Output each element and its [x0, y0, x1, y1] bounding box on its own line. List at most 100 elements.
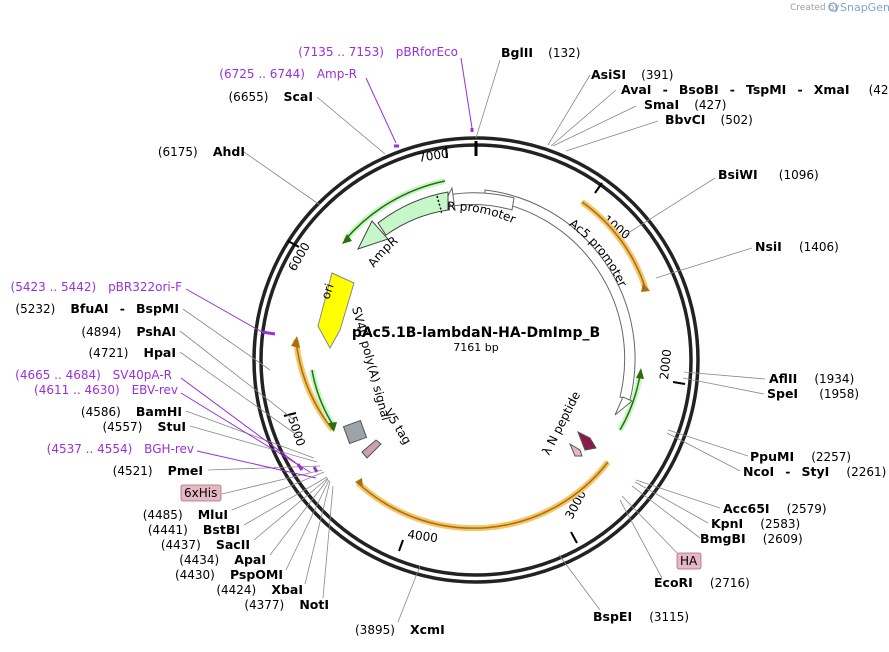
inner-features: Ac5 promoter AmpR promoter AmpR ori SV40… [317, 186, 636, 459]
primer-sv40pa-r-range: (4665 .. 4684) [15, 368, 101, 382]
v5-tag-box [361, 439, 382, 459]
site-smai-pos: (427) [694, 98, 726, 112]
site-spei-pos: (1958) [819, 387, 859, 401]
plasmid-size: 7161 bp [453, 341, 498, 354]
site-apai: (4434) ApaI [179, 549, 266, 568]
site-acc65i-name: Acc65I [723, 501, 770, 516]
site-styi-name: StyI [802, 464, 830, 479]
site-spei: SpeI (1958) [767, 383, 859, 402]
6xhis-tag-badge-box [180, 484, 222, 502]
green-arc-2-line [311, 369, 334, 426]
site-pspomi: (4430) PspOMI [175, 564, 283, 583]
orf-arc-2-line [357, 461, 609, 529]
site-kpni: KpnI (2583) [711, 513, 800, 532]
primer-bgh-rev-range: (4537 .. 4554) [47, 442, 133, 456]
snapgene-logo: SnapGene [828, 1, 889, 14]
site-ncoi-group: NcoI - StyI (2261) [743, 461, 886, 480]
6xhis-tag-text: 6xHis [184, 486, 217, 500]
leader-bglii [475, 59, 501, 139]
leader-spei [682, 377, 765, 395]
leader-ppumi [667, 429, 749, 457]
v5-tag-label: V5 tag [381, 406, 414, 447]
tick-4000 [398, 539, 404, 552]
site-smai: SmaI (427) [644, 94, 727, 113]
site-bamhi: (4586) BamHI [81, 401, 182, 420]
green-arc-3-arrow [342, 234, 352, 244]
orf-arc-2-arrow [355, 478, 363, 488]
green-arc-2-arrow [328, 422, 337, 432]
site-scai-name: ScaI [284, 89, 314, 104]
ampr-promoter-box [447, 192, 515, 211]
ha-tag-inner [568, 442, 583, 457]
site-ecori: EcoRI (2716) [654, 572, 750, 591]
site-hpai: (4721) HpaI [89, 342, 177, 361]
primer-sv40pa-r-name: SV40pA-R [113, 368, 172, 382]
site-bglii-name: BglII [501, 45, 533, 60]
site-xbai-name: XbaI [271, 582, 303, 597]
plasmid-name: pAc5.1B-lambdaN-HA-DmImp_B [352, 325, 600, 341]
primer-mark-pbr322ori-f [261, 330, 276, 336]
leader-pbr322ori-f [185, 288, 263, 333]
site-bmgbi-pos: (2609) [763, 532, 803, 546]
site-pshai: (4894) PshAI [81, 321, 176, 340]
primer-leader-lines [180, 57, 474, 479]
site-bamhi-name: BamHI [136, 404, 182, 419]
site-kpni-pos: (2583) [760, 517, 800, 531]
leader-pbrforeco [460, 57, 473, 129]
leader-pspomi [285, 479, 330, 571]
site-stui-name: StuI [157, 419, 186, 434]
ampr-promoter-head [445, 186, 456, 212]
site-mlui: (4485) MluI [143, 504, 228, 523]
leader-xbai [304, 480, 331, 585]
leader-6xhis [221, 469, 323, 495]
site-bstbi: (4441) BstBI [148, 519, 240, 538]
tick-label-5000: 5000 [285, 415, 308, 448]
sv40-polya-box [342, 419, 368, 445]
tick-label-7000: 7000 [417, 146, 449, 165]
site-stui-pos: (4557) [102, 420, 142, 434]
tick-7000 [445, 145, 448, 159]
leader-bstbi [243, 476, 328, 526]
primer-pbr322ori-f: (5423 .. 5442) pBR322ori-F [11, 280, 183, 294]
left-labels: (3895) XcmI (4377) NotI (4424) XbaI (443… [15, 89, 444, 637]
tick-6000 [287, 240, 300, 248]
site-apai-name: ApaI [234, 552, 266, 567]
site-bsiwi-pos: (1096) [779, 168, 819, 182]
primer-amp-r-name: Amp-R [317, 67, 357, 81]
site-nsii-name: NsiI [755, 239, 782, 254]
leader-bspei [558, 554, 601, 611]
primer-bgh-rev-name: BGH-rev [144, 442, 194, 456]
leader-ecori [619, 499, 663, 579]
tick-2000 [672, 381, 686, 385]
site-hpai-pos: (4721) [89, 346, 129, 360]
leader-noti [322, 485, 334, 599]
primer-pbr322ori-f-range: (5423 .. 5442) [11, 280, 97, 294]
site-asisi-name: AsiSI [591, 67, 626, 82]
leader-bmgbi [631, 485, 701, 539]
leader-bfuai [182, 308, 271, 371]
site-xmai-name: XmaI [814, 82, 850, 97]
site-nsii-pos: (1406) [799, 240, 839, 254]
ha-tag-text: HA [680, 554, 698, 568]
site-aflii: AflII (1934) [769, 368, 854, 387]
site-pshai-name: PshAI [136, 324, 176, 339]
site-ncoi-pos: (2261) [846, 465, 886, 479]
leader-sv40pa-r [180, 377, 301, 467]
ampr-arrow [377, 191, 449, 236]
orf-arc-3-arrow [291, 336, 300, 348]
site-mlui-pos: (4485) [143, 508, 183, 522]
leader-nsii [655, 247, 753, 279]
site-asisi-pos: (391) [641, 68, 673, 82]
site-ecori-name: EcoRI [654, 575, 693, 590]
primer-ebv-rev-name: EBV-rev [132, 383, 178, 397]
ha-tag-badge-box [676, 552, 702, 570]
site-ppumi-pos: (2257) [811, 450, 851, 464]
leader-acc65i [635, 479, 721, 509]
site-bspei-pos: (3115) [649, 610, 689, 624]
leader-kpni [634, 481, 709, 524]
orf-arc-1-arrow [641, 283, 650, 292]
site-bamhi-pos: (4586) [81, 405, 121, 419]
primer-ebv-rev-range: (4611 .. 4630) [34, 383, 120, 397]
site-bspei-name: BspEI [593, 609, 632, 624]
site-noti: (4377) NotI [244, 594, 329, 613]
